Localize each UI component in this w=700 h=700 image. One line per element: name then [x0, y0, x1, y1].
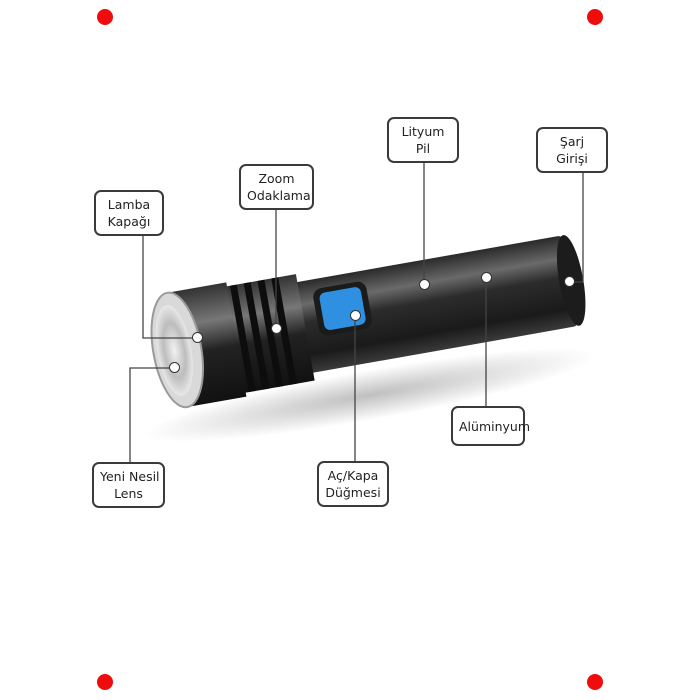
label-line: Aç/Kapa — [327, 468, 379, 483]
corner-dot-bottom-left — [97, 674, 113, 690]
label-line: Kapağı — [107, 214, 151, 229]
marker-aluminyum[interactable] — [481, 272, 492, 283]
label-sarj-girisi: Şarj Girişi — [536, 127, 608, 173]
corner-dot-top-right — [587, 9, 603, 25]
label-line: Odaklama — [247, 188, 311, 203]
label-ac-kapa-dugmesi: Aç/Kapa Düğmesi — [317, 461, 389, 507]
label-line: Şarj — [559, 134, 585, 149]
label-line: Lens — [114, 486, 143, 501]
label-zoom-odaklama: Zoom Odaklama — [239, 164, 314, 210]
corner-dot-bottom-right — [587, 674, 603, 690]
corner-dot-top-left — [97, 9, 113, 25]
label-line: Pil — [415, 141, 431, 156]
label-line: Lamba — [107, 197, 151, 212]
label-line: Düğmesi — [325, 485, 381, 500]
marker-lamba-kapagi[interactable] — [192, 332, 203, 343]
label-lamba-kapagi: Lamba Kapağı — [94, 190, 164, 236]
label-line: Yeni Nesil — [100, 469, 160, 484]
marker-ac-kapa-dugmesi[interactable] — [350, 310, 361, 321]
label-line: Lityum — [401, 124, 445, 139]
marker-sarj-girisi[interactable] — [564, 276, 575, 287]
label-aluminyum: Alüminyum — [451, 406, 531, 446]
label-line: Girişi — [556, 151, 588, 166]
marker-zoom-odaklama[interactable] — [271, 323, 282, 334]
label-line: Alüminyum — [459, 419, 531, 434]
label-line: Zoom — [258, 171, 295, 186]
label-lityum-pil: Lityum Pil — [387, 117, 459, 163]
marker-lityum-pil[interactable] — [419, 279, 430, 290]
label-yeni-nesil-lens: Yeni Nesil Lens — [92, 462, 165, 508]
marker-yeni-nesil-lens[interactable] — [169, 362, 180, 373]
